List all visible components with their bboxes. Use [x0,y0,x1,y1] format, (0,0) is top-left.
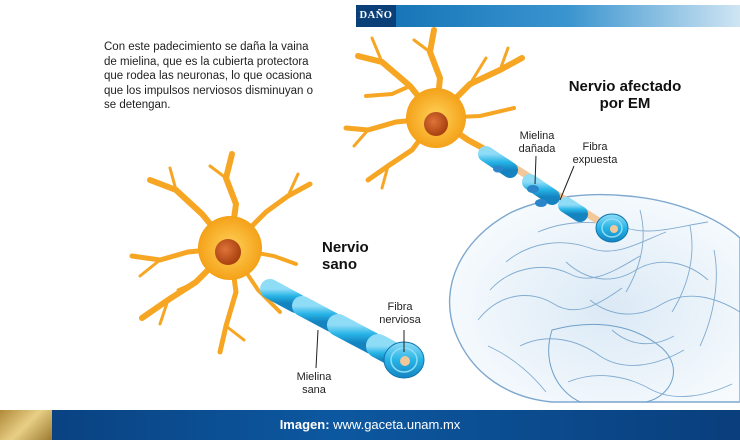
nerve-fiber-label: Fibra nerviosa [365,301,435,326]
healthy-myelin-label: Mielina sana [284,371,344,396]
affected-neuron-nucleus [424,112,448,136]
exposed-fiber-label-line2: expuesta [572,153,618,166]
healthy-neuron-nucleus [215,239,241,265]
footer-gold-accent [0,410,52,440]
image-credit: Imagen: www.gaceta.unam.mx [0,410,740,440]
brain [448,193,740,403]
affected-nerve-title-line1: Nervio afectado [568,78,682,95]
affected-nerve-title-line2: por EM [599,95,651,112]
nerve-fiber-label-line1: Fibra [387,301,413,313]
footer-bar: Imagen: www.gaceta.unam.mx [0,410,740,440]
affected-nerve-title: Nervio afectado por EM [560,78,690,112]
damaged-myelin-label-line1: Mielina [519,130,555,142]
section-tag: DAÑO [356,5,396,27]
healthy-nerve-title: Nervio sano [322,239,386,273]
healthy-axon [260,279,425,379]
nerve-fiber-label-line2: nerviosa [379,313,421,326]
healthy-myelin-label-line1: Mielina [296,371,332,383]
header-bar: DAÑO [356,5,740,27]
healthy-myelin-label-line2: sana [302,383,326,396]
affected-axon [478,146,629,243]
exposed-fiber-label: Fibra expuesta [560,141,630,166]
exposed-fiber-label-line1: Fibra [582,141,608,153]
intro-text: Con este padecimiento se daña la vaina d… [104,41,314,112]
credit-source: www.gaceta.unam.mx [329,417,461,432]
damaged-myelin-label-line2: dañada [518,142,556,155]
label-leaders [315,155,575,369]
credit-label: Imagen: [279,417,330,432]
healthy-nerve-title-line2: sano [322,256,358,273]
healthy-nerve-title-line1: Nervio [322,239,369,256]
damaged-myelin-label: Mielina dañada [505,130,569,155]
